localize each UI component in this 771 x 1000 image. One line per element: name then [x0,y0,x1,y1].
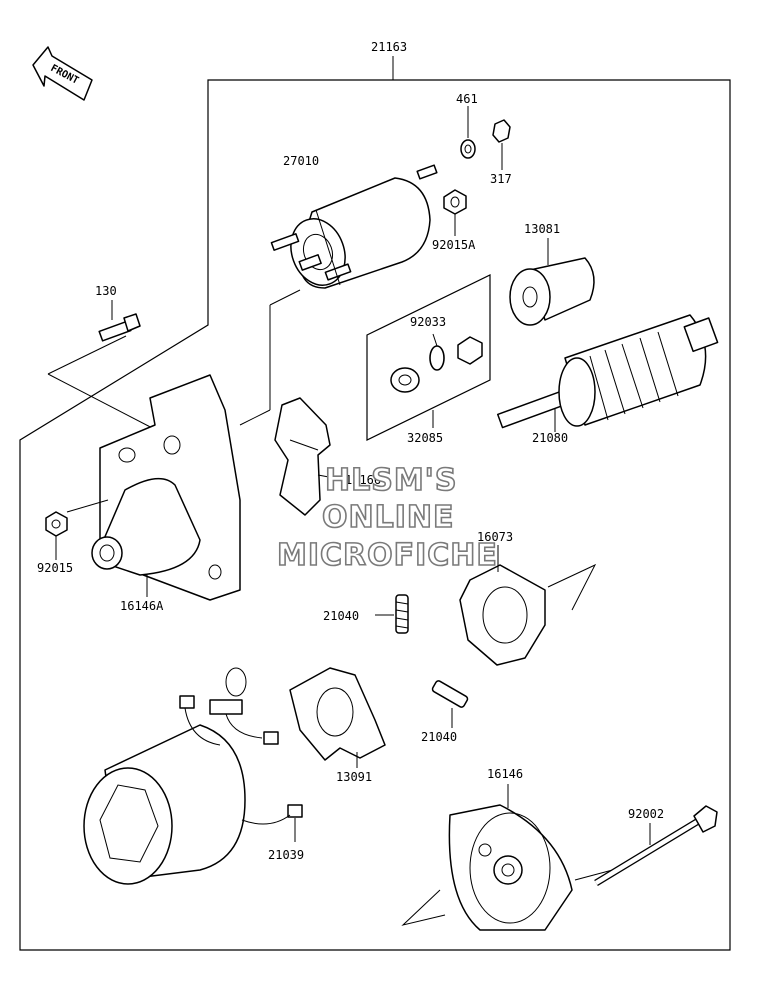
through-bolt [594,805,718,886]
watermark-line-1: HLSM'S [325,463,457,498]
label-16146a: 16146A [120,599,164,613]
front-arrow-icon: FRONT [32,46,93,101]
label-16146: 16146 [487,767,523,781]
nut-92015 [45,511,68,537]
rear-bracket [448,804,573,931]
label-130: 130 [95,284,117,298]
label-13166: 13166 [345,473,381,487]
kit-stopper [457,336,483,365]
label-16073: 16073 [477,530,513,544]
nut-92015a [443,189,467,215]
label-92002: 92002 [628,807,664,821]
label-21163: 21163 [371,40,407,54]
brush-holder [289,667,386,761]
label-13091: 13091 [336,770,372,784]
label-21040-upper: 21040 [323,609,359,623]
nut-317 [492,119,511,143]
yoke [83,667,303,885]
label-317: 317 [490,172,512,186]
label-92033: 92033 [410,315,446,329]
label-21080: 21080 [532,431,568,445]
kit-frame [366,274,491,441]
watermark-line-2: ONLINE [322,500,455,535]
label-32085: 32085 [407,431,443,445]
assembly-frame [19,79,731,951]
solenoid [269,164,438,306]
kit-collar [390,367,420,393]
label-27010: 27010 [283,154,319,168]
label-92015: 92015 [37,561,73,575]
spring-upper [395,594,409,634]
bolt-130 [98,313,141,342]
label-21040-lower: 21040 [421,730,457,744]
label-13081: 13081 [524,222,560,236]
spring-lower [431,680,469,708]
watermark-line-3: MICROFICHE [277,538,498,573]
washer-461 [460,139,476,159]
pinion-gear [509,257,595,326]
label-92015a: 92015A [432,238,476,252]
label-461: 461 [456,92,478,106]
front-bracket [91,374,241,601]
armature [496,314,719,429]
label-21039: 21039 [268,848,304,862]
circlip-92033 [429,345,445,371]
plate-16073 [459,564,546,666]
shift-lever [274,397,331,516]
